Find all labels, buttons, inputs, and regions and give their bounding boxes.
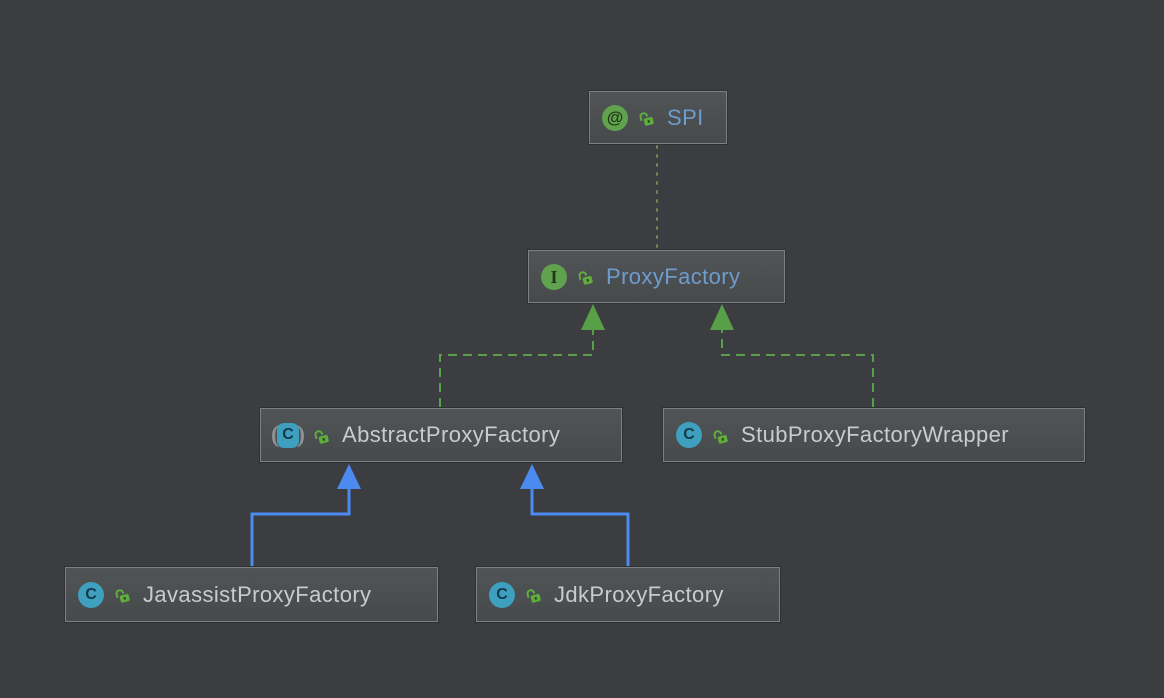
realization-dashed-line[interactable] (440, 330, 593, 407)
edge-jdkproxyfactory-extends-abstractproxyfactory[interactable] (520, 464, 628, 566)
node-label: SPI (667, 105, 704, 131)
node-label: JdkProxyFactory (554, 582, 724, 608)
public-unlock-icon (576, 269, 593, 286)
class-icon: C (277, 423, 299, 448)
edge-abstractproxyfactory-implements-proxyfactory[interactable] (440, 304, 605, 407)
realization-dashed-line[interactable] (722, 330, 873, 407)
class-icon: C (676, 422, 702, 448)
node-abstractproxyfactory[interactable]: ( C ) AbstractProxyFactory (260, 408, 622, 462)
realization-arrowhead-icon (581, 304, 605, 330)
node-javassistproxyfactory[interactable]: C JavassistProxyFactory (65, 567, 438, 622)
interface-icon: I (541, 264, 567, 290)
node-label: AbstractProxyFactory (342, 422, 560, 448)
node-stubproxyfactorywrapper[interactable]: C StubProxyFactoryWrapper (663, 408, 1085, 462)
abstract-paren-right: ) (297, 423, 305, 447)
node-label: JavassistProxyFactory (143, 582, 371, 608)
public-unlock-icon (113, 587, 130, 604)
class-icon: C (78, 582, 104, 608)
generalization-arrowhead-icon (337, 464, 361, 489)
node-label: ProxyFactory (606, 264, 740, 290)
annotation-icon: @ (602, 105, 628, 131)
public-unlock-icon (711, 428, 728, 445)
node-spi[interactable]: @ SPI (589, 91, 727, 144)
realization-arrowhead-icon (710, 304, 734, 330)
node-proxyfactory[interactable]: I ProxyFactory (528, 250, 785, 303)
edge-javassistproxyfactory-extends-abstractproxyfactory[interactable] (252, 464, 361, 566)
public-unlock-icon (312, 428, 329, 445)
generalization-solid-line[interactable] (252, 489, 349, 566)
edge-stubproxyfactorywrapper-implements-proxyfactory[interactable] (710, 304, 873, 407)
node-jdkproxyfactory[interactable]: C JdkProxyFactory (476, 567, 780, 622)
generalization-arrowhead-icon (520, 464, 544, 489)
abstract-class-icon: ( C ) (273, 423, 303, 448)
node-label: StubProxyFactoryWrapper (741, 422, 1009, 448)
class-icon: C (489, 582, 515, 608)
public-unlock-icon (637, 110, 654, 127)
public-unlock-icon (524, 587, 541, 604)
generalization-solid-line[interactable] (532, 489, 628, 566)
